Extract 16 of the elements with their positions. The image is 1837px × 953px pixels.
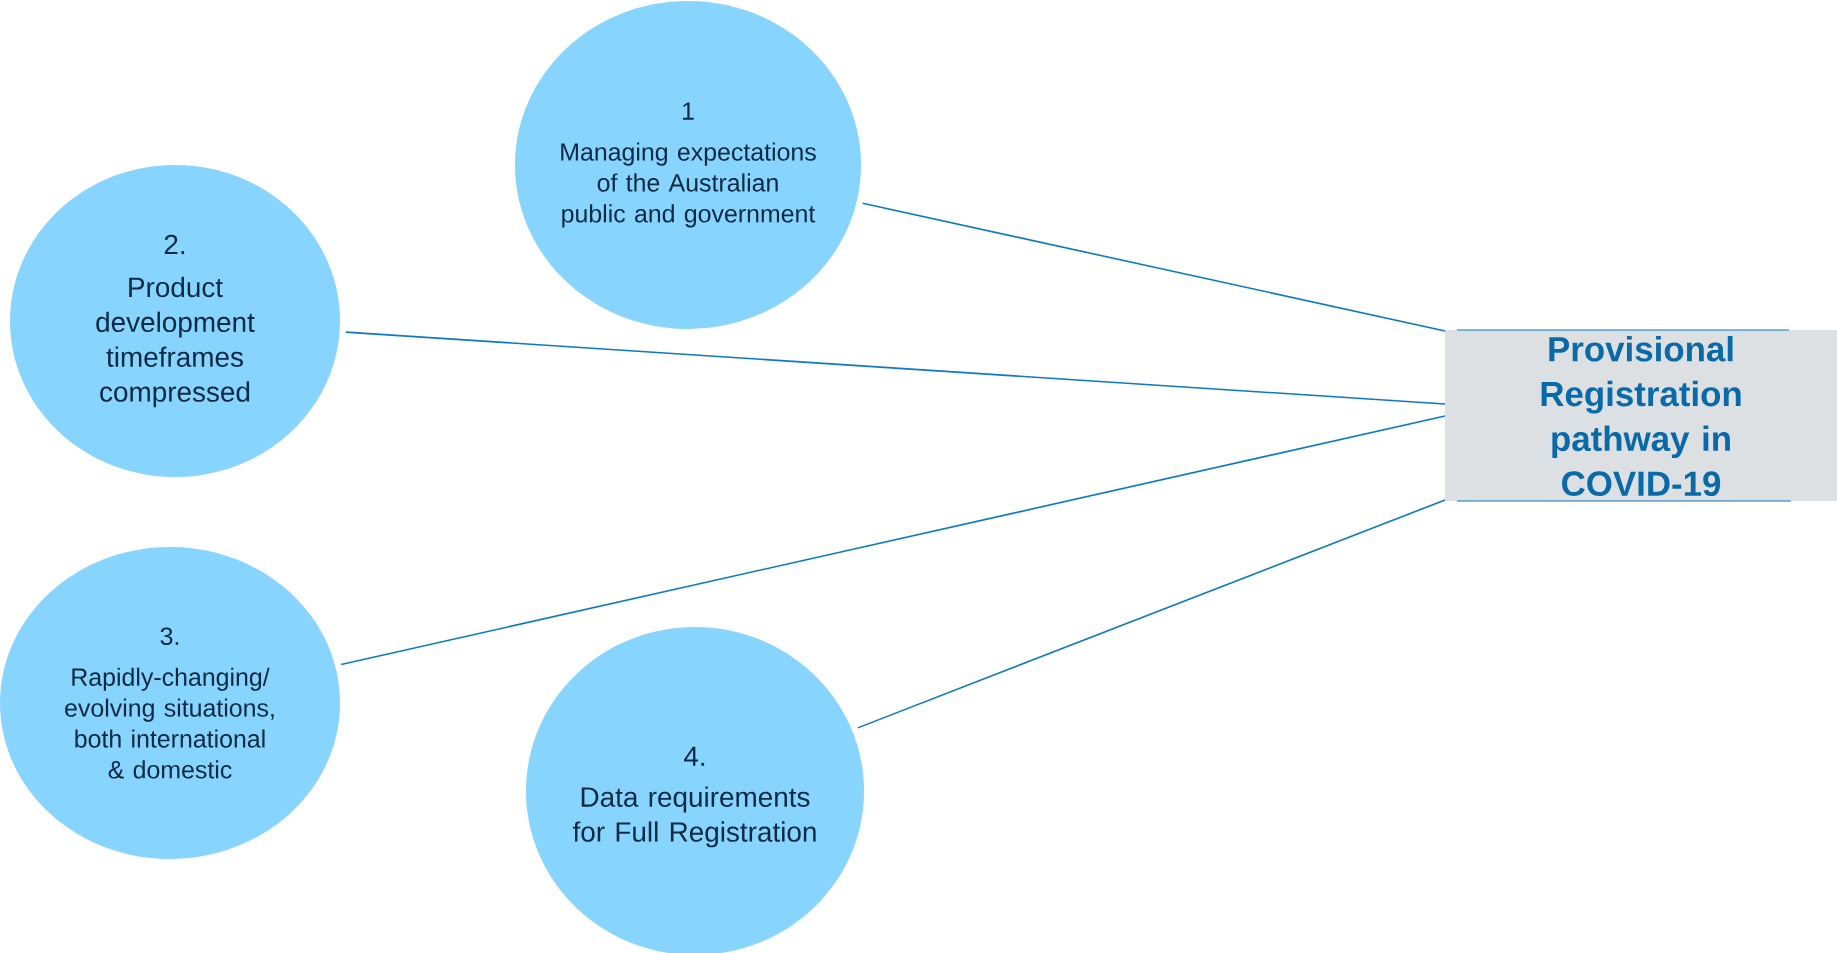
connector-line <box>856 499 1446 729</box>
circle <box>0 547 340 859</box>
circle <box>515 1 861 329</box>
circle-text: 4. <box>684 746 705 766</box>
circle-text: 1 <box>682 102 694 120</box>
title-box: Provisional Registration pathway in COVID-19 <box>1445 329 1837 502</box>
circle-text: 3. <box>160 627 179 646</box>
circle-text: Rapidly-changing/ evolving situations, both international & domestic <box>65 667 274 779</box>
connector-line <box>340 415 1446 666</box>
circle <box>10 165 340 477</box>
circle-text: Product development timeframes compressed <box>96 276 255 408</box>
circle-text: 2. <box>164 234 185 255</box>
connector-line <box>345 331 1446 405</box>
circle-text: Data requirements for Full Registration <box>572 786 816 848</box>
connector-line <box>861 202 1446 332</box>
circle-text: Managing expectations of the Australian public and government <box>561 142 816 228</box>
